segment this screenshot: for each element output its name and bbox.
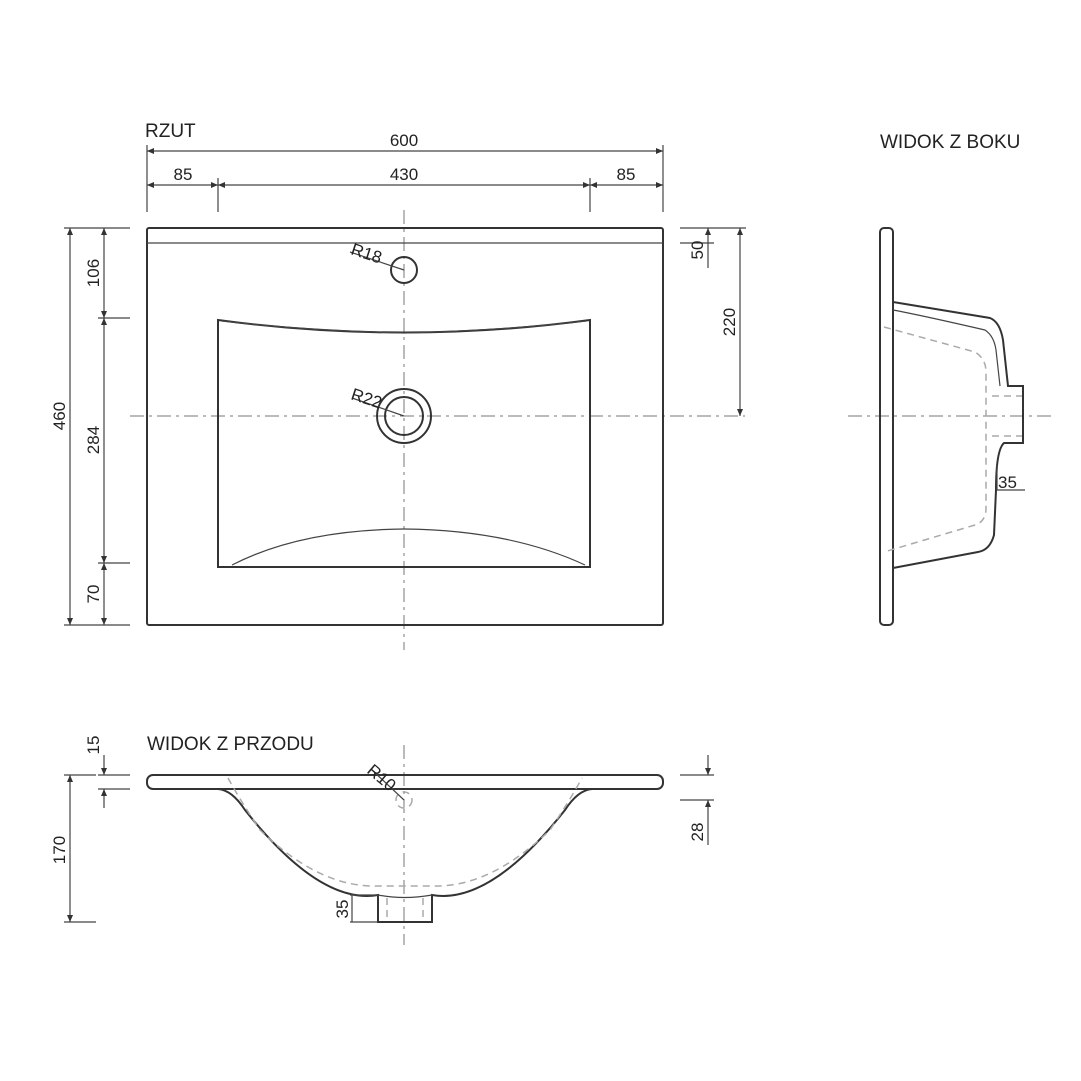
top-view: R18 R22 600 85 430 85 460 106 284 70 50 bbox=[50, 131, 746, 650]
dim-width-600: 600 bbox=[390, 131, 418, 150]
front-dim-35: 35 bbox=[333, 900, 352, 919]
side-view: 35 bbox=[848, 227, 1055, 626]
front-dim-15: 15 bbox=[84, 736, 103, 755]
dim-depth-460: 460 bbox=[50, 402, 69, 430]
dim-front-70: 70 bbox=[84, 585, 103, 604]
tap-hole-radius-label: R18 bbox=[349, 240, 385, 268]
dim-ledge-50: 50 bbox=[688, 241, 707, 260]
title-top-view: RZUT bbox=[145, 121, 196, 142]
dim-basin-width: 430 bbox=[390, 165, 418, 184]
front-dim-170: 170 bbox=[50, 836, 69, 864]
drain-radius-label: R22 bbox=[349, 385, 385, 413]
dim-back-106: 106 bbox=[84, 259, 103, 287]
drain-outer bbox=[376, 388, 432, 444]
dim-to-drain-220: 220 bbox=[720, 308, 739, 336]
title-side-view: WIDOK Z BOKU bbox=[880, 132, 1020, 153]
basin-outline bbox=[146, 227, 664, 626]
bowl-top-curve bbox=[221, 320, 587, 334]
side-bowl-outline bbox=[892, 301, 1024, 569]
front-top-plate bbox=[146, 774, 664, 790]
dim-basin-284: 284 bbox=[84, 426, 103, 454]
dim-right-margin: 85 bbox=[617, 165, 636, 184]
title-front-view: WIDOK Z PRZODU bbox=[147, 734, 314, 755]
side-dim-35: 35 bbox=[998, 473, 1017, 492]
front-bowl-outline bbox=[217, 788, 593, 923]
drain-inner bbox=[384, 396, 424, 436]
bowl-front-curve bbox=[231, 528, 586, 566]
dim-left-margin: 85 bbox=[174, 165, 193, 184]
front-view: R10 15 170 28 35 bbox=[50, 736, 714, 945]
tap-hole bbox=[390, 256, 418, 284]
front-dim-28: 28 bbox=[688, 823, 707, 842]
side-plate bbox=[879, 227, 894, 626]
